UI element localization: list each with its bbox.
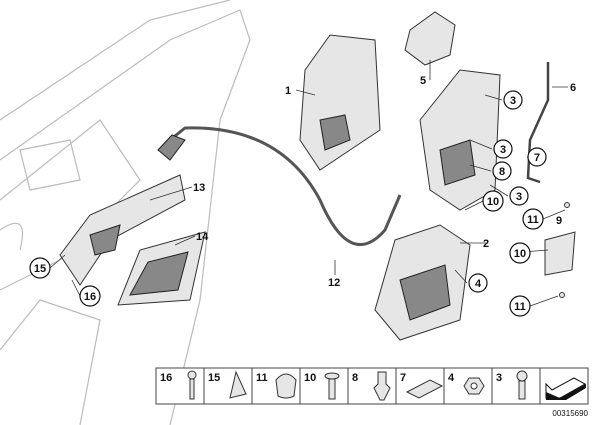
svg-text:3: 3 [510, 95, 516, 107]
cover-part-5 [404, 11, 456, 66]
leader-lines [49, 60, 568, 307]
svg-text:5: 5 [420, 75, 426, 87]
svg-text:1: 1 [285, 85, 291, 97]
svg-text:11: 11 [256, 372, 268, 384]
svg-text:3: 3 [500, 144, 506, 156]
svg-text:3: 3 [496, 372, 502, 384]
rod-part-6 [526, 62, 550, 184]
callout-1: 1 [285, 85, 291, 97]
actuator-motor [374, 224, 471, 341]
screw-icon [187, 370, 197, 400]
fastener-legend: 16 15 11 10 8 7 4 3 [155, 367, 589, 405]
svg-text:8: 8 [499, 166, 505, 178]
svg-text:9: 9 [556, 215, 562, 227]
svg-text:3: 3 [516, 191, 522, 203]
plug-icon [275, 373, 297, 399]
callout-2: 2 [483, 238, 489, 250]
svg-text:2: 2 [483, 238, 489, 250]
svg-text:16: 16 [84, 291, 96, 303]
callout-10: 10 [482, 190, 504, 212]
svg-text:15: 15 [208, 372, 220, 384]
callout-4: 4 [468, 273, 488, 293]
svg-text:6: 6 [570, 82, 576, 94]
inner-door-handle [59, 174, 186, 286]
svg-text:13: 13 [193, 182, 205, 194]
callout-16: 16 [79, 285, 101, 307]
clip-icon [229, 370, 247, 399]
diagram-code: 00315690 [552, 409, 588, 418]
svg-text:15: 15 [34, 263, 46, 275]
svg-text:7: 7 [400, 372, 406, 384]
callout-15: 15 [29, 257, 51, 279]
door-lock-part-1 [299, 34, 381, 171]
callout-14: 14 [196, 231, 209, 243]
arrow-icon [545, 377, 587, 400]
striker-part-9 [544, 202, 576, 298]
callout-3: 3 [493, 139, 513, 159]
callout-3: 3 [509, 186, 529, 206]
svg-text:11: 11 [514, 301, 526, 313]
door-lock-assembly [419, 69, 501, 211]
svg-text:10: 10 [304, 372, 316, 384]
torx-screw-icon [516, 370, 528, 400]
handle-bezel [117, 231, 206, 306]
svg-text:12: 12 [328, 277, 340, 289]
door-panel-outline [0, 0, 251, 425]
callout-3: 3 [503, 90, 523, 110]
callout-6: 6 [570, 82, 576, 94]
callout-8: 8 [492, 161, 512, 181]
svg-text:14: 14 [196, 231, 209, 243]
expanding-rivet-icon [373, 371, 391, 401]
callout-12: 12 [328, 277, 340, 289]
svg-text:8: 8 [352, 372, 358, 384]
callout-11: 11 [522, 208, 544, 230]
callout-9: 9 [556, 215, 562, 227]
callout-7: 7 [527, 147, 547, 167]
svg-text:4: 4 [448, 372, 455, 384]
callout-13: 13 [193, 182, 205, 194]
callout-10: 10 [509, 242, 531, 264]
callout-5: 5 [420, 75, 426, 87]
svg-text:7: 7 [534, 152, 540, 164]
pad-icon [405, 379, 444, 399]
bowden-cable [157, 126, 402, 247]
hex-nut-icon [463, 377, 485, 395]
countersunk-screw-icon [324, 372, 340, 400]
svg-text:10: 10 [487, 196, 499, 208]
callout-11: 11 [509, 295, 531, 317]
svg-text:16: 16 [160, 372, 172, 384]
svg-text:11: 11 [527, 214, 539, 226]
svg-text:4: 4 [475, 278, 482, 290]
svg-text:10: 10 [514, 248, 526, 260]
